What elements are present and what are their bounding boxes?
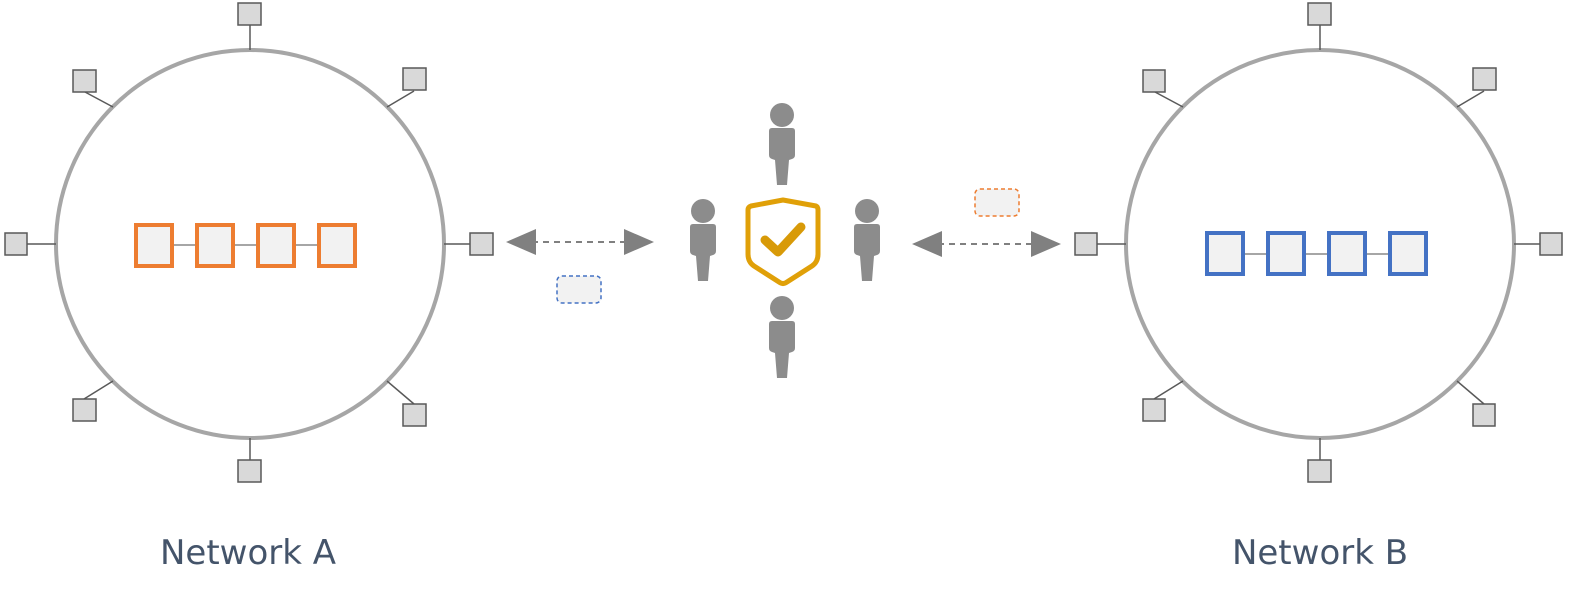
network-b: Network B xyxy=(1074,2,1563,573)
person-icon xyxy=(769,296,795,378)
network-b-node xyxy=(1472,67,1497,91)
arrow-head-right xyxy=(624,229,654,255)
network-a-chain xyxy=(134,223,357,268)
network-b-block xyxy=(1327,231,1367,276)
shield-check-icon xyxy=(745,197,821,286)
network-b-chain xyxy=(1205,231,1428,276)
network-b-node xyxy=(1142,398,1166,422)
network-b-block xyxy=(1266,231,1306,276)
network-b-label: Network B xyxy=(1232,533,1408,573)
network-a-node xyxy=(72,398,97,422)
network-a-node xyxy=(72,69,97,93)
network-a-block xyxy=(256,223,296,268)
network-a-node xyxy=(402,67,427,91)
network-b-nodes xyxy=(1074,2,1563,483)
network-b-ring xyxy=(1124,48,1516,440)
network-b-block xyxy=(1388,231,1428,276)
left-bidirectional-arrow xyxy=(506,229,654,255)
person-icon xyxy=(769,103,795,185)
message-packet-network-b xyxy=(556,275,602,304)
network-a-label: Network A xyxy=(160,533,336,573)
network-b-node xyxy=(1472,403,1496,427)
network-b-node xyxy=(1307,2,1332,26)
network-a-node xyxy=(469,232,494,256)
network-a-nodes xyxy=(4,2,494,483)
network-a-block xyxy=(134,223,174,268)
person-icon xyxy=(690,199,716,281)
arrow-head-right xyxy=(1031,231,1061,257)
right-bidirectional-arrow xyxy=(912,231,1061,257)
arrow-head-left xyxy=(506,229,536,255)
network-a-node xyxy=(237,2,262,26)
network-b-node xyxy=(1539,232,1563,256)
network-b-node xyxy=(1074,232,1098,256)
network-a-block xyxy=(195,223,235,268)
network-b-block xyxy=(1205,231,1245,276)
network-a: Network A xyxy=(4,2,494,573)
network-b-node xyxy=(1142,69,1166,93)
person-icon xyxy=(854,199,880,281)
message-packet-network-a xyxy=(974,188,1020,217)
network-b-node xyxy=(1307,459,1332,483)
network-a-block xyxy=(317,223,357,268)
arrow-head-left xyxy=(912,231,942,257)
network-a-node xyxy=(4,232,28,256)
network-a-node xyxy=(237,459,262,483)
network-a-node xyxy=(402,403,427,427)
